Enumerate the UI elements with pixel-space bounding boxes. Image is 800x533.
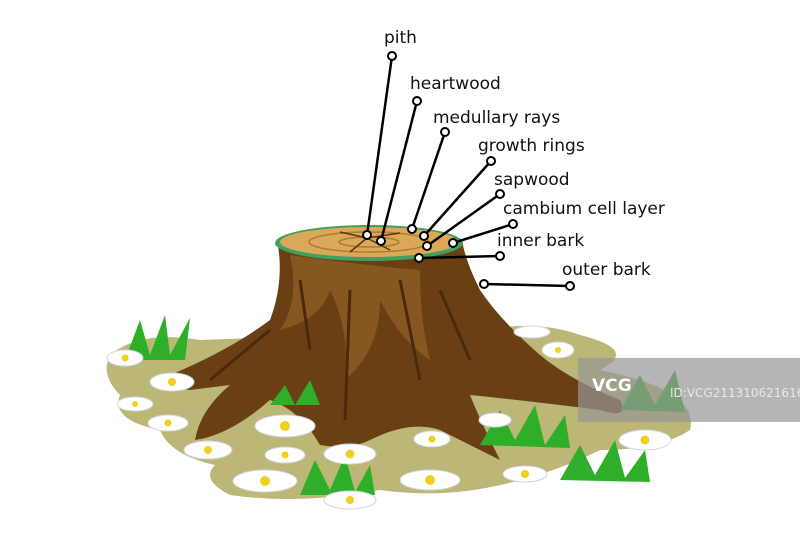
watermark-logo: VCG (592, 376, 632, 396)
stump-highlight (280, 255, 430, 380)
label-heartwood: heartwood (410, 74, 501, 94)
daisy-centers (121, 347, 650, 504)
stump-trunk (163, 240, 623, 460)
watermark: VCG ID:VCG211310621616 (578, 358, 800, 422)
label-outer-bark: outer bark (562, 260, 651, 280)
label-sapwood: sapwood (494, 170, 570, 190)
label-inner-bark: inner bark (497, 231, 585, 251)
label-medullary-rays: medullary rays (433, 108, 561, 128)
stump-top-wood (280, 227, 458, 257)
label-growth-rings: growth rings (478, 136, 585, 156)
watermark-id: ID:VCG211310621616 (670, 386, 800, 400)
label-pith: pith (384, 28, 417, 48)
label-cambium-cell-layer: cambium cell layer (503, 199, 665, 219)
leader-lines (362, 51, 575, 291)
